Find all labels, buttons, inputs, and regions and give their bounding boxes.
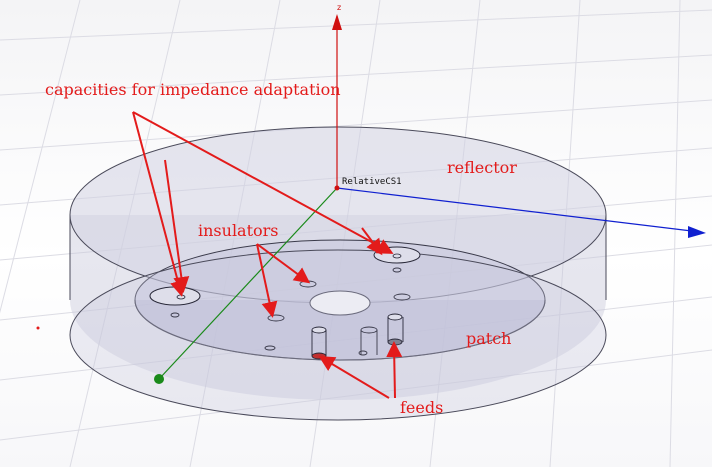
cs-origin <box>334 185 340 191</box>
capacities-label: capacities for impedance adaptation <box>45 80 341 99</box>
patch-label: patch <box>466 329 512 348</box>
stray-marker <box>36 326 40 330</box>
x-axis <box>336 187 701 233</box>
feeds-label: feeds <box>400 398 444 417</box>
coordinate-system-label: RelativeCS1 <box>342 177 402 187</box>
insulators-label: insulators <box>198 221 279 240</box>
central-hole <box>309 290 371 316</box>
patch-disk[interactable] <box>134 239 546 361</box>
y-arrow-icon <box>154 374 164 384</box>
coordinate-axes <box>154 14 706 384</box>
y-axis <box>159 187 338 379</box>
reflector-base <box>69 249 607 421</box>
capacity-right[interactable] <box>373 246 421 264</box>
z-axis-label: z <box>337 3 342 12</box>
z-arrow-icon <box>332 14 342 30</box>
annotation-arrows <box>132 111 403 399</box>
x-arrow-icon <box>688 226 706 238</box>
capacity-left[interactable] <box>149 286 201 306</box>
reflector-label: reflector <box>447 158 517 177</box>
